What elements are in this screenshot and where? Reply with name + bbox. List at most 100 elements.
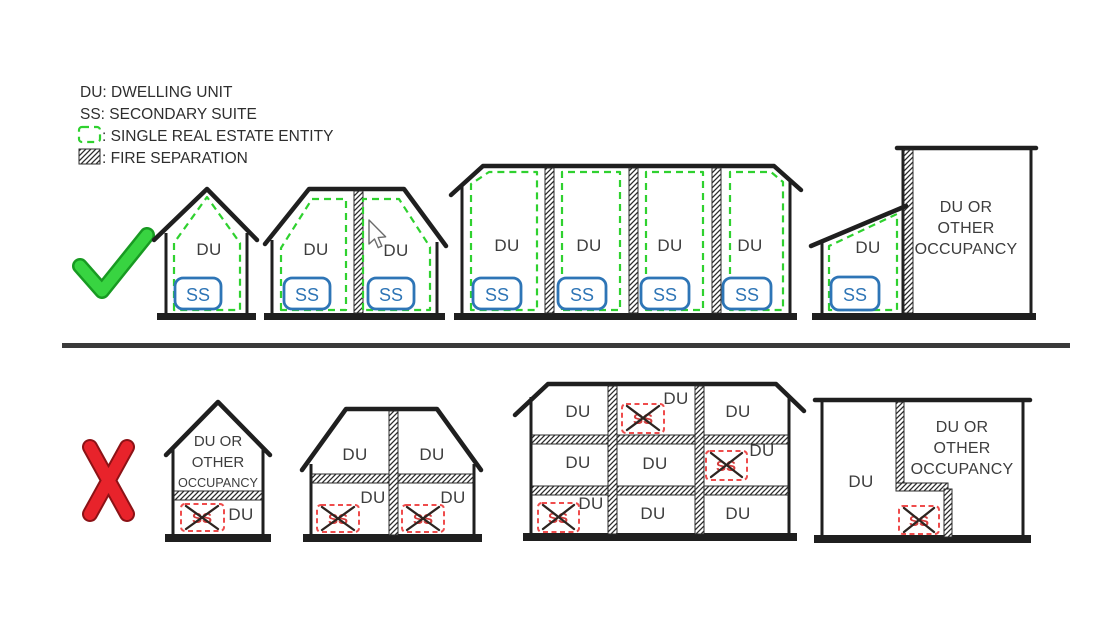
du-label: DU bbox=[565, 453, 590, 472]
crossed-suite-box bbox=[316, 504, 360, 533]
entity-outline bbox=[644, 170, 705, 312]
permitted-row: DU SS DU DU SS SS bbox=[72, 145, 1039, 320]
legend-ss: SS: SECONDARY SUITE bbox=[80, 106, 257, 123]
foundation bbox=[264, 313, 445, 320]
roof bbox=[448, 163, 804, 198]
secondary-suite-box bbox=[829, 275, 881, 312]
legend-entity-icon bbox=[77, 125, 102, 144]
crossed-suite-box bbox=[898, 505, 940, 535]
building-permitted-single-house: DU SS bbox=[151, 186, 260, 320]
du-or-label: DU OR bbox=[936, 419, 989, 436]
building-permitted-duplex: DU DU SS SS bbox=[262, 186, 449, 320]
du-label: DU bbox=[725, 504, 750, 523]
ss-label: SS bbox=[379, 285, 403, 305]
fire-separation-wall bbox=[388, 410, 399, 536]
legend-du: DU: DWELLING UNIT bbox=[80, 84, 233, 101]
fire-separation-wall bbox=[544, 167, 555, 314]
building-notpermitted-apartment: DU DU DU DU DU DU DU DU DU SS SS SS bbox=[512, 381, 807, 541]
cross-line bbox=[541, 503, 576, 531]
du-or-label: DU OR bbox=[940, 199, 993, 216]
secondary-suite-box bbox=[639, 276, 691, 311]
du-label: DU bbox=[565, 402, 590, 421]
ss-label: SS bbox=[295, 285, 319, 305]
other-label: OTHER bbox=[192, 454, 245, 471]
du-label: DU bbox=[663, 389, 688, 408]
du-label: DU bbox=[848, 472, 873, 491]
du-label: DU bbox=[576, 236, 601, 255]
entity-outline bbox=[172, 195, 242, 312]
du-label: DU bbox=[494, 236, 519, 255]
du-label: DU bbox=[657, 236, 682, 255]
building-permitted-attached: DU SS DU OR OTHER OCCUPANCY bbox=[808, 145, 1039, 320]
building-permitted-rowhouse: DU DU DU DU SS SS SS SS bbox=[448, 163, 804, 320]
du-label: DU bbox=[303, 240, 328, 259]
du-label: DU bbox=[725, 402, 750, 421]
not-permitted-row: DU OR OTHER OCCUPANCY SS DU DU DU DU DU … bbox=[82, 381, 1033, 543]
foundation bbox=[523, 533, 797, 541]
building-notpermitted-stacked-house: DU OR OTHER OCCUPANCY SS DU bbox=[163, 399, 273, 542]
fire-separation-wall bbox=[628, 167, 639, 314]
secondary-suite-box bbox=[471, 276, 523, 311]
entity-outline bbox=[728, 170, 785, 312]
foundation bbox=[165, 534, 271, 542]
other-label: OTHER bbox=[934, 440, 991, 457]
secondary-suite-box bbox=[366, 276, 416, 311]
ss-label: SS bbox=[485, 285, 509, 305]
roof bbox=[151, 186, 260, 243]
fire-separation-wall bbox=[711, 167, 722, 314]
fire-separation-wall bbox=[943, 488, 953, 538]
entity-outline bbox=[469, 170, 539, 312]
du-label: DU bbox=[383, 241, 408, 260]
cross-line bbox=[184, 504, 220, 531]
du-or-label: DU OR bbox=[194, 433, 243, 450]
cross-line bbox=[625, 404, 661, 432]
fire-separation-wall bbox=[903, 149, 914, 314]
ss-label: SS bbox=[653, 285, 677, 305]
fire-separation-floor bbox=[531, 434, 789, 445]
du-label: DU bbox=[642, 454, 667, 473]
legend-fire-separation-icon bbox=[78, 148, 101, 165]
building-notpermitted-mixed: DU DU OR OTHER OCCUPANCY SS bbox=[812, 397, 1033, 543]
occupancy-label: OCCUPANCY bbox=[178, 476, 259, 490]
mouse-cursor-icon bbox=[368, 219, 387, 249]
crossed-suite-box bbox=[621, 403, 665, 434]
legend: DU: DWELLING UNIT SS: SECONDARY SUITE : … bbox=[77, 84, 333, 167]
secondary-suite-box bbox=[556, 276, 608, 311]
entity-outline bbox=[361, 197, 432, 312]
roof bbox=[299, 406, 484, 473]
du-label: DU bbox=[440, 488, 465, 507]
ss-label: SS bbox=[843, 285, 867, 305]
du-label: DU bbox=[196, 240, 221, 259]
check-mark-icon bbox=[72, 227, 155, 299]
du-label: DU bbox=[228, 505, 253, 524]
fire-separation-floor bbox=[895, 482, 949, 492]
fire-separation-floor bbox=[531, 485, 789, 496]
building-notpermitted-duplex: DU DU DU DU SS SS bbox=[299, 406, 484, 542]
roof bbox=[262, 186, 449, 249]
du-label: DU bbox=[360, 488, 385, 507]
crossed-suite-box bbox=[401, 504, 445, 533]
ss-label: SS bbox=[570, 285, 594, 305]
du-label: DU bbox=[640, 504, 665, 523]
row-divider bbox=[62, 343, 1070, 348]
du-label: DU bbox=[342, 445, 367, 464]
du-label: DU bbox=[578, 494, 603, 513]
du-label: DU bbox=[419, 445, 444, 464]
foundation bbox=[303, 534, 482, 542]
fire-separation-wall bbox=[694, 385, 705, 535]
cross-line bbox=[902, 506, 936, 534]
secondary-suite-box bbox=[173, 276, 223, 311]
legend-fire-separation: : FIRE SEPARATION bbox=[102, 150, 248, 167]
du-label: DU bbox=[749, 441, 774, 460]
cross-line bbox=[320, 505, 356, 532]
cross-mark-icon bbox=[82, 439, 135, 522]
foundation bbox=[814, 535, 1031, 543]
foundation bbox=[812, 313, 1036, 320]
foundation bbox=[157, 313, 256, 320]
fire-separation-wall bbox=[895, 401, 905, 486]
cross-line bbox=[405, 505, 441, 532]
shed-roof bbox=[808, 203, 909, 249]
fire-separation-floor bbox=[173, 490, 263, 501]
